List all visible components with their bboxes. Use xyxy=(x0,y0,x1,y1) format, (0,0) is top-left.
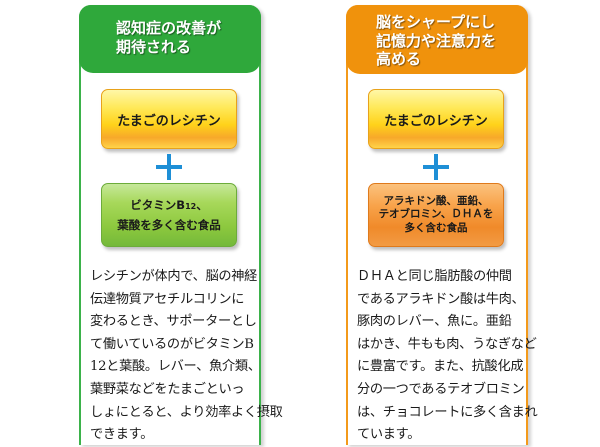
egg-lecithin-text: たまごのレシチン xyxy=(384,113,488,129)
egg-lecithin-label: たまごのレシチン xyxy=(368,89,504,149)
egg-lecithin-label: たまごのレシチン xyxy=(101,89,237,149)
body-line: しょにとると、より効率よく摂取 xyxy=(90,404,283,420)
vitamin-number-text: 12 xyxy=(185,202,197,211)
brain-sharpening-card: 脳をシャープにし 記憶力や注意力を 高める たまごのレシチン アラキドン酸、亜鉛… xyxy=(346,5,538,447)
body-line: ています。 xyxy=(357,427,421,443)
secondary-item-line: テオブロミン、ＤＨＡを xyxy=(378,208,494,221)
egg-lecithin-text: たまごのレシチン xyxy=(117,113,221,129)
plus-icon xyxy=(423,154,449,180)
dementia-improvement-card: 認知症の改善が 期待される たまごのレシチン ビタミンB12、 葉酸を多く含む食… xyxy=(79,5,283,447)
body-line: 豚肉のレバー、魚に。亜鉛 xyxy=(357,314,512,330)
body-line: はかき、牛もも肉、うなぎなど xyxy=(357,336,537,352)
body-line: であるアラキドン酸は牛肉、 xyxy=(357,291,525,307)
body-line: に豊富です。また、抗酸化成 xyxy=(357,359,524,375)
body-line: ＤＨＡと同じ脂肪酸の仲間 xyxy=(357,269,512,284)
body-line: レシチンが体内で、脳の神経 xyxy=(90,269,258,284)
body-line: 分の一つであるテオブロミン xyxy=(357,381,525,397)
card-body-text: レシチンが体内で、脳の神経 伝達物質アセチルコリンに 変わるとき、サポーターとし… xyxy=(90,266,283,447)
vitamin-b-text: ビタミンB xyxy=(130,198,186,212)
card-body-text: ＤＨＡと同じ脂肪酸の仲間 であるアラキドン酸は牛肉、 豚肉のレバー、魚に。亜鉛 … xyxy=(357,266,538,447)
body-line: 伝達物質アセチルコリンに xyxy=(90,291,245,307)
arachidonic-zinc-dha-label: アラキドン酸、亜鉛、 テオブロミン、ＤＨＡを 多く含む食品 xyxy=(368,183,504,247)
card-header: 認知症の改善が 期待される xyxy=(79,5,261,73)
card-header: 脳をシャープにし 記憶力や注意力を 高める xyxy=(346,5,528,74)
secondary-item-line: アラキドン酸、亜鉛、 xyxy=(383,194,489,207)
body-line: 葉野菜などをたまごといっ xyxy=(90,381,245,397)
body-line: は、チョコレートに多く含まれ xyxy=(357,404,538,420)
comma-text: 、 xyxy=(196,198,208,212)
header-line: 高める xyxy=(376,50,422,68)
secondary-item-line: ビタミンB12、 xyxy=(130,196,207,216)
body-line: 変わるとき、サポーターとし xyxy=(90,314,257,330)
header-line: 脳をシャープにし xyxy=(376,13,496,31)
body-line: て働いているのがビタミンB xyxy=(90,336,254,352)
header-line: 記憶力や注意力を xyxy=(376,31,497,50)
secondary-item-line: 多く含む食品 xyxy=(404,221,468,234)
vitamin-b12-folate-label: ビタミンB12、 葉酸を多く含む食品 xyxy=(101,183,237,247)
plus-icon xyxy=(156,154,182,180)
body-line: 12と葉酸。レバー、魚介類、 xyxy=(90,359,261,375)
secondary-item-line: 葉酸を多く含む食品 xyxy=(117,218,221,232)
header-line: 期待される xyxy=(116,38,192,56)
body-line: できます。 xyxy=(90,427,154,443)
header-line: 認知症の改善が xyxy=(116,19,222,37)
